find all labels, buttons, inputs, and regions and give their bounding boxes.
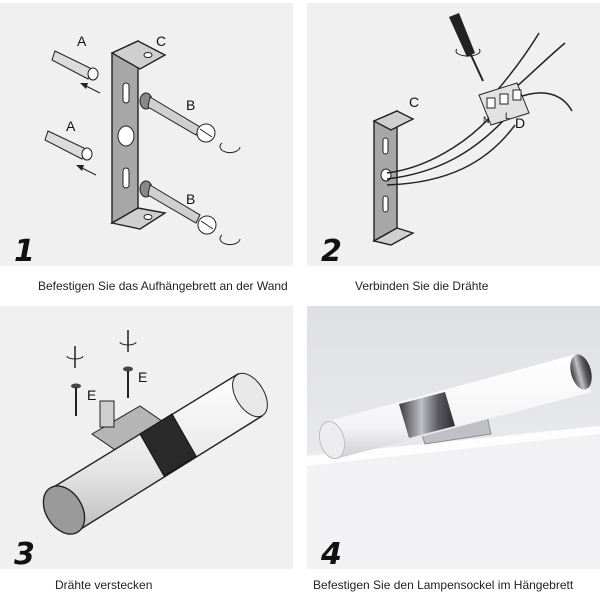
step-4-caption: Befestigen Sie den Lampensockel im Hänge… xyxy=(313,578,574,592)
step-2-panel: C D N L 2 xyxy=(307,3,600,266)
label-b-top: B xyxy=(186,97,195,113)
step-number-3: 3 xyxy=(14,537,35,569)
wire-connection-illustration: C D N L 2 xyxy=(321,13,573,266)
step-number-2: 2 xyxy=(321,234,342,266)
screw-left xyxy=(66,346,84,416)
step-4-panel: 4 xyxy=(307,306,600,569)
label-d: D xyxy=(515,115,525,131)
step-number-4: 4 xyxy=(320,537,342,569)
step-3-caption: Drähte verstecken xyxy=(55,578,153,592)
hide-wires-illustration: E E 3 xyxy=(14,330,268,569)
label-e-right: E xyxy=(138,369,147,385)
screw-right xyxy=(119,330,137,398)
step-number-1: 1 xyxy=(14,234,35,266)
bracket-mounting-illustration: A A C B B 1 xyxy=(14,33,241,266)
label-n: N xyxy=(483,115,490,125)
label-l: L xyxy=(505,111,510,121)
label-c: C xyxy=(156,33,166,49)
step-3-panel: E E 3 xyxy=(0,306,293,569)
step-1-caption: Befestigen Sie das Aufhängebrett an der … xyxy=(38,279,288,293)
label-c: C xyxy=(409,94,419,110)
label-a-bottom: A xyxy=(66,118,76,134)
label-b-bottom: B xyxy=(186,191,195,207)
anchor-top xyxy=(51,50,101,94)
label-a-top: A xyxy=(77,33,87,49)
step-2-caption: Verbinden Sie die Drähte xyxy=(355,279,489,293)
screw-top xyxy=(139,92,216,143)
screwdriver-icon xyxy=(449,13,484,82)
screw-bottom xyxy=(139,180,217,235)
step-1-panel: A A C B B 1 xyxy=(0,3,293,266)
mounted-lamp-photo: 4 xyxy=(307,306,600,569)
label-e-left: E xyxy=(87,387,96,403)
anchor-bottom xyxy=(44,130,97,176)
